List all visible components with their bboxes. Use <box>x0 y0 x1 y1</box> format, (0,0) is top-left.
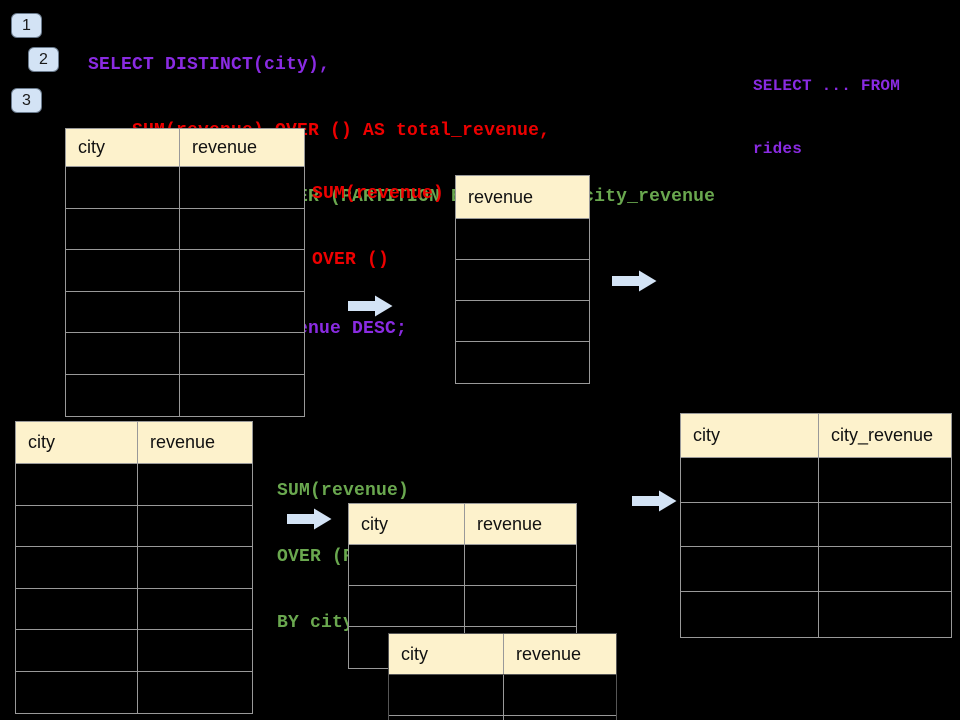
table-cell <box>179 167 304 208</box>
table-cell <box>681 592 818 637</box>
table-cell <box>16 506 137 547</box>
table-row <box>16 464 252 506</box>
table-cell <box>16 672 137 714</box>
table-cell <box>137 547 252 588</box>
table-row <box>456 219 589 260</box>
table-cell <box>66 167 179 208</box>
column-header-city-revenue: city_revenue <box>818 414 951 457</box>
table-cell <box>456 260 589 300</box>
column-header-city: city <box>401 643 428 664</box>
column-header-city: city <box>78 137 105 157</box>
table-row <box>66 291 304 333</box>
table-cell <box>464 545 576 585</box>
table-cell <box>179 374 304 416</box>
table-cell <box>16 589 137 630</box>
table-cell <box>681 503 818 547</box>
step-3-badge: 3 <box>11 88 42 113</box>
label-line: SUM(revenue) <box>312 184 445 204</box>
table-row <box>349 586 576 627</box>
table-cell <box>179 291 304 332</box>
table-cell <box>66 333 179 374</box>
table-cell <box>66 375 179 417</box>
sql-fragment-line: rides <box>753 140 803 158</box>
table-cell <box>456 342 589 383</box>
table-row <box>349 545 576 586</box>
sql-line-select: SELECT DISTINCT(city), <box>88 55 331 75</box>
table-cell <box>349 545 464 585</box>
table-cell <box>818 502 951 547</box>
table-row <box>66 250 304 292</box>
result-table-city-revenue: city city_revenue <box>680 413 952 638</box>
arrow-right-icon <box>612 270 657 292</box>
column-header-revenue: revenue <box>468 186 534 207</box>
table-row <box>16 671 252 714</box>
table-cell <box>179 250 304 291</box>
table-cell <box>16 630 137 671</box>
input-table-city-revenue-bottom: city revenue <box>15 421 253 714</box>
sql-fragment-note: SELECT ... FROM rides <box>753 34 900 202</box>
label-line: OVER () <box>312 250 390 270</box>
table-cell <box>503 716 616 720</box>
table-row <box>681 592 951 637</box>
table-cell <box>818 458 951 502</box>
table-row <box>456 260 589 301</box>
table-cell <box>66 292 179 333</box>
table-cell <box>179 208 304 249</box>
table-cell <box>137 671 252 713</box>
table-cell <box>137 630 252 671</box>
table-cell <box>349 586 464 626</box>
table-row <box>66 208 304 250</box>
table-row <box>16 547 252 589</box>
table-cell <box>818 547 951 592</box>
sql-fragment-line: SELECT ... FROM <box>753 77 901 95</box>
table-row <box>66 167 304 209</box>
table-cell <box>681 547 818 591</box>
partition-table-city-revenue-2: city revenue <box>388 633 617 720</box>
label-sum-over-all: SUM(revenue) OVER () <box>312 139 444 315</box>
table-row <box>681 458 951 503</box>
table-row <box>66 333 304 375</box>
table-cell <box>16 464 137 505</box>
table-cell <box>503 675 616 715</box>
table-row <box>389 716 616 720</box>
table-row <box>66 374 304 417</box>
table-row <box>681 502 951 548</box>
table-row <box>456 342 589 383</box>
arrow-right-icon <box>632 490 677 512</box>
table-row <box>16 588 252 630</box>
table-row <box>16 505 252 547</box>
step-1-badge: 1 <box>11 13 42 38</box>
table-row <box>389 675 616 716</box>
column-header-revenue: revenue <box>503 634 616 674</box>
column-header-revenue: revenue <box>137 422 252 463</box>
column-header-revenue: revenue <box>179 129 304 166</box>
table-row <box>456 301 589 342</box>
table-row <box>681 547 951 593</box>
table-cell <box>179 333 304 374</box>
input-table-city-revenue-top: city revenue <box>65 128 305 417</box>
table-cell <box>66 209 179 250</box>
table-cell <box>681 458 818 502</box>
arrow-right-icon <box>348 295 393 317</box>
table-cell <box>389 675 503 715</box>
column-header-city: city <box>361 513 388 534</box>
table-cell <box>16 547 137 588</box>
table-cell <box>137 588 252 629</box>
table-cell <box>389 716 503 720</box>
label-line: SUM(revenue) <box>277 481 410 501</box>
table-cell <box>137 464 252 505</box>
table-cell <box>456 219 589 259</box>
table-cell <box>464 586 576 626</box>
column-header-city: city <box>28 432 55 452</box>
column-header-city: city <box>693 425 720 445</box>
table-cell <box>818 592 951 637</box>
table-cell <box>456 301 589 341</box>
step-2-badge: 2 <box>28 47 59 72</box>
table-row <box>16 630 252 672</box>
column-header-revenue: revenue <box>464 504 576 544</box>
arrow-right-icon <box>287 508 332 530</box>
table-cell <box>66 250 179 291</box>
total-revenue-table: revenue <box>455 175 590 384</box>
table-cell <box>137 505 252 546</box>
